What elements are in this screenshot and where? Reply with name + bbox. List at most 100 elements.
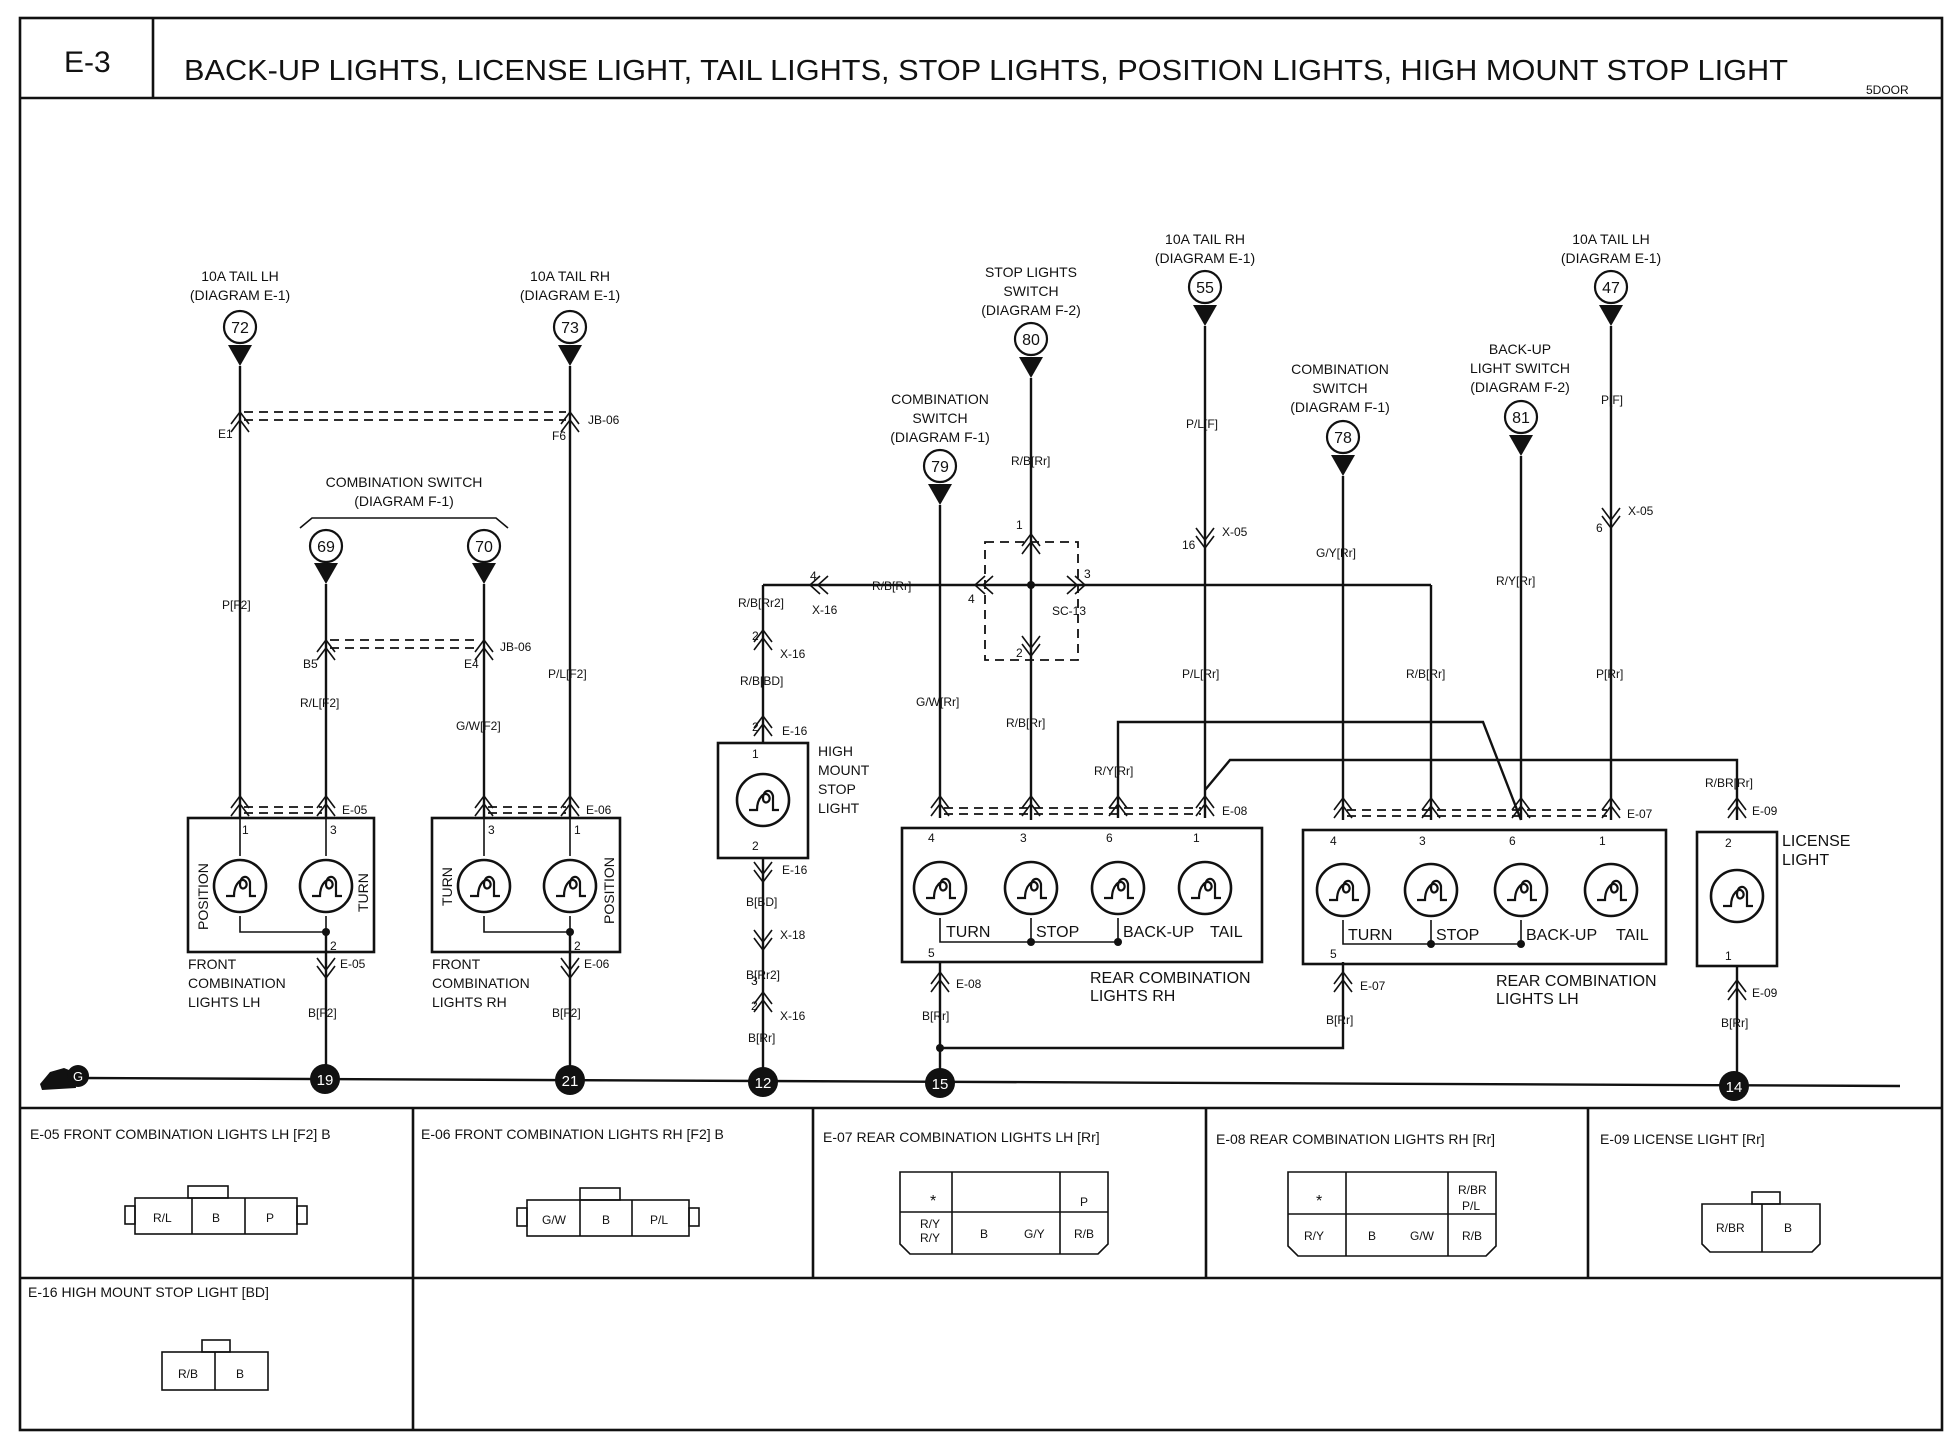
- svg-text:6: 6: [1509, 834, 1516, 848]
- svg-text:POSITION: POSITION: [195, 863, 211, 930]
- svg-text:G: G: [73, 1069, 83, 1084]
- svg-text:3: 3: [330, 823, 337, 837]
- svg-text:JB-06: JB-06: [500, 640, 532, 654]
- svg-text:5: 5: [928, 946, 935, 960]
- svg-text:P: P: [266, 1211, 274, 1225]
- source-80: STOP LIGHTS SWITCH (DIAGRAM F-2) 80: [981, 264, 1081, 378]
- svg-text:E-09: E-09: [1752, 804, 1778, 818]
- svg-text:2: 2: [330, 939, 337, 953]
- svg-text:(DIAGRAM F-2): (DIAGRAM F-2): [981, 302, 1081, 318]
- svg-text:B: B: [212, 1211, 220, 1225]
- svg-text:E-09: E-09: [1752, 986, 1778, 1000]
- svg-text:LIGHTS RH: LIGHTS RH: [432, 994, 507, 1010]
- svg-text:B: B: [1784, 1221, 1792, 1235]
- svg-text:3: 3: [751, 974, 758, 988]
- arrow-down-icon: [1509, 435, 1533, 456]
- svg-text:(DIAGRAM E-1): (DIAGRAM E-1): [1155, 250, 1255, 266]
- svg-text:R/B[BD]: R/B[BD]: [740, 674, 783, 688]
- legend-e16: E-16 HIGH MOUNT STOP LIGHT [BD] R/B B: [28, 1284, 269, 1391]
- svg-text:B: B: [980, 1227, 988, 1241]
- high-mount-stop-light: HIGH MOUNT STOP LIGHT: [716, 741, 870, 860]
- page-frame: [18, 16, 1944, 1432]
- svg-text:FRONT: FRONT: [188, 956, 237, 972]
- svg-text:P[Rr]: P[Rr]: [1596, 667, 1623, 681]
- svg-text:R/Y: R/Y: [920, 1231, 940, 1245]
- svg-text:*: *: [930, 1193, 936, 1210]
- svg-text:6: 6: [1596, 521, 1603, 535]
- ground-12: [748, 1067, 778, 1097]
- source-72: 10A TAIL LH (DIAGRAM E-1) 72: [190, 268, 290, 366]
- arrow-down-icon: [928, 484, 952, 505]
- connector-labels: JB-06 E1 F6 JB-06 B5 E4 E-05 E-05 E-06 E…: [218, 413, 1778, 1023]
- svg-text:47: 47: [1602, 280, 1620, 297]
- svg-text:P/L: P/L: [650, 1213, 668, 1227]
- svg-text:LIGHTS LH: LIGHTS LH: [1496, 991, 1579, 1008]
- legend-e05: E-05 FRONT COMBINATION LIGHTS LH [F2] B …: [30, 1126, 331, 1235]
- page-title: BACK-UP LIGHTS, LICENSE LIGHT, TAIL LIGH…: [184, 55, 1788, 87]
- svg-text:70: 70: [475, 539, 493, 556]
- svg-text:1: 1: [242, 823, 249, 837]
- svg-text:R/BR: R/BR: [1716, 1221, 1745, 1235]
- svg-text:B[Rr]: B[Rr]: [748, 1031, 775, 1045]
- svg-text:E-16 HIGH MOUNT STOP LIGHT [BD: E-16 HIGH MOUNT STOP LIGHT [BD]: [28, 1284, 269, 1300]
- svg-text:BACK-UP: BACK-UP: [1526, 927, 1597, 944]
- svg-text:MOUNT: MOUNT: [818, 762, 870, 778]
- svg-text:X-16: X-16: [780, 1009, 806, 1023]
- svg-text:R/B[Rr]: R/B[Rr]: [1006, 716, 1045, 730]
- svg-text:COMBINATION: COMBINATION: [188, 975, 286, 991]
- svg-text:POSITION: POSITION: [601, 857, 617, 924]
- svg-text:4: 4: [928, 831, 935, 845]
- svg-text:E-06: E-06: [584, 957, 610, 971]
- svg-text:P[F2]: P[F2]: [222, 598, 251, 612]
- svg-text:SWITCH: SWITCH: [1003, 283, 1058, 299]
- svg-text:10A TAIL LH: 10A TAIL LH: [1572, 231, 1650, 247]
- svg-text:G/Y[Rr]: G/Y[Rr]: [1316, 546, 1356, 560]
- svg-text:LIGHT SWITCH: LIGHT SWITCH: [1470, 360, 1570, 376]
- svg-text:R/BR: R/BR: [1458, 1183, 1487, 1197]
- svg-text:COMBINATION: COMBINATION: [1291, 361, 1389, 377]
- svg-text:SWITCH: SWITCH: [1312, 380, 1367, 396]
- svg-text:E-06 FRONT COMBINATION LIGHTS: E-06 FRONT COMBINATION LIGHTS RH [F2] B: [421, 1126, 724, 1142]
- svg-text:E-09 LICENSE LIGHT [Rr]: E-09 LICENSE LIGHT [Rr]: [1600, 1131, 1765, 1147]
- svg-text:2: 2: [752, 720, 759, 734]
- svg-text:G/W[F2]: G/W[F2]: [456, 719, 501, 733]
- svg-text:R/L[F2]: R/L[F2]: [300, 696, 339, 710]
- svg-text:BACK-UP: BACK-UP: [1489, 341, 1551, 357]
- svg-text:B: B: [1368, 1229, 1376, 1243]
- svg-text:1: 1: [1016, 518, 1023, 532]
- svg-text:LIGHTS RH: LIGHTS RH: [1090, 988, 1175, 1005]
- svg-text:2: 2: [1016, 646, 1023, 660]
- svg-text:55: 55: [1196, 280, 1214, 297]
- arrow-down-icon: [472, 563, 496, 584]
- svg-text:(DIAGRAM F-1): (DIAGRAM F-1): [890, 429, 990, 445]
- svg-text:BACK-UP: BACK-UP: [1123, 924, 1194, 941]
- svg-text:STOP: STOP: [1036, 924, 1079, 941]
- arrow-down-icon: [228, 345, 252, 366]
- arrow-down-icon: [558, 345, 582, 366]
- diagram-code: E-3: [64, 46, 111, 79]
- svg-text:JB-06: JB-06: [588, 413, 620, 427]
- arrow-down-icon: [1331, 455, 1355, 476]
- svg-text:(DIAGRAM F-2): (DIAGRAM F-2): [1470, 379, 1570, 395]
- svg-text:5: 5: [1330, 947, 1337, 961]
- source-78: COMBINATION SWITCH (DIAGRAM F-1) 78: [1290, 361, 1390, 476]
- pin-numbers: 1 3 2 3 1 2 1 2 2 2 3 2 4 1 2 3 4 16 6 4…: [242, 518, 1732, 1013]
- license-light: LICENSE LIGHT: [1695, 830, 1850, 968]
- arrow-down-icon: [1599, 305, 1623, 326]
- svg-text:COMBINATION SWITCH: COMBINATION SWITCH: [326, 474, 483, 490]
- svg-text:TURN: TURN: [1348, 927, 1392, 944]
- svg-text:P/L[F]: P/L[F]: [1186, 417, 1218, 431]
- svg-text:(DIAGRAM E-1): (DIAGRAM E-1): [520, 287, 620, 303]
- svg-text:E-16: E-16: [782, 863, 808, 877]
- svg-text:1: 1: [1725, 949, 1732, 963]
- svg-text:R/B[Rr]: R/B[Rr]: [1011, 454, 1050, 468]
- svg-text:E-08: E-08: [1222, 804, 1248, 818]
- svg-text:E-08 REAR COMBINATION LIGHTS R: E-08 REAR COMBINATION LIGHTS RH [Rr]: [1216, 1131, 1495, 1147]
- svg-text:R/Y: R/Y: [1304, 1229, 1324, 1243]
- svg-text:G/W: G/W: [1410, 1229, 1435, 1243]
- svg-text:F6: F6: [552, 429, 566, 443]
- svg-text:E-05: E-05: [342, 803, 368, 817]
- svg-text:E-05: E-05: [340, 957, 366, 971]
- svg-text:(DIAGRAM F-1): (DIAGRAM F-1): [354, 493, 454, 509]
- source-73: 10A TAIL RH (DIAGRAM E-1) 73: [520, 268, 620, 366]
